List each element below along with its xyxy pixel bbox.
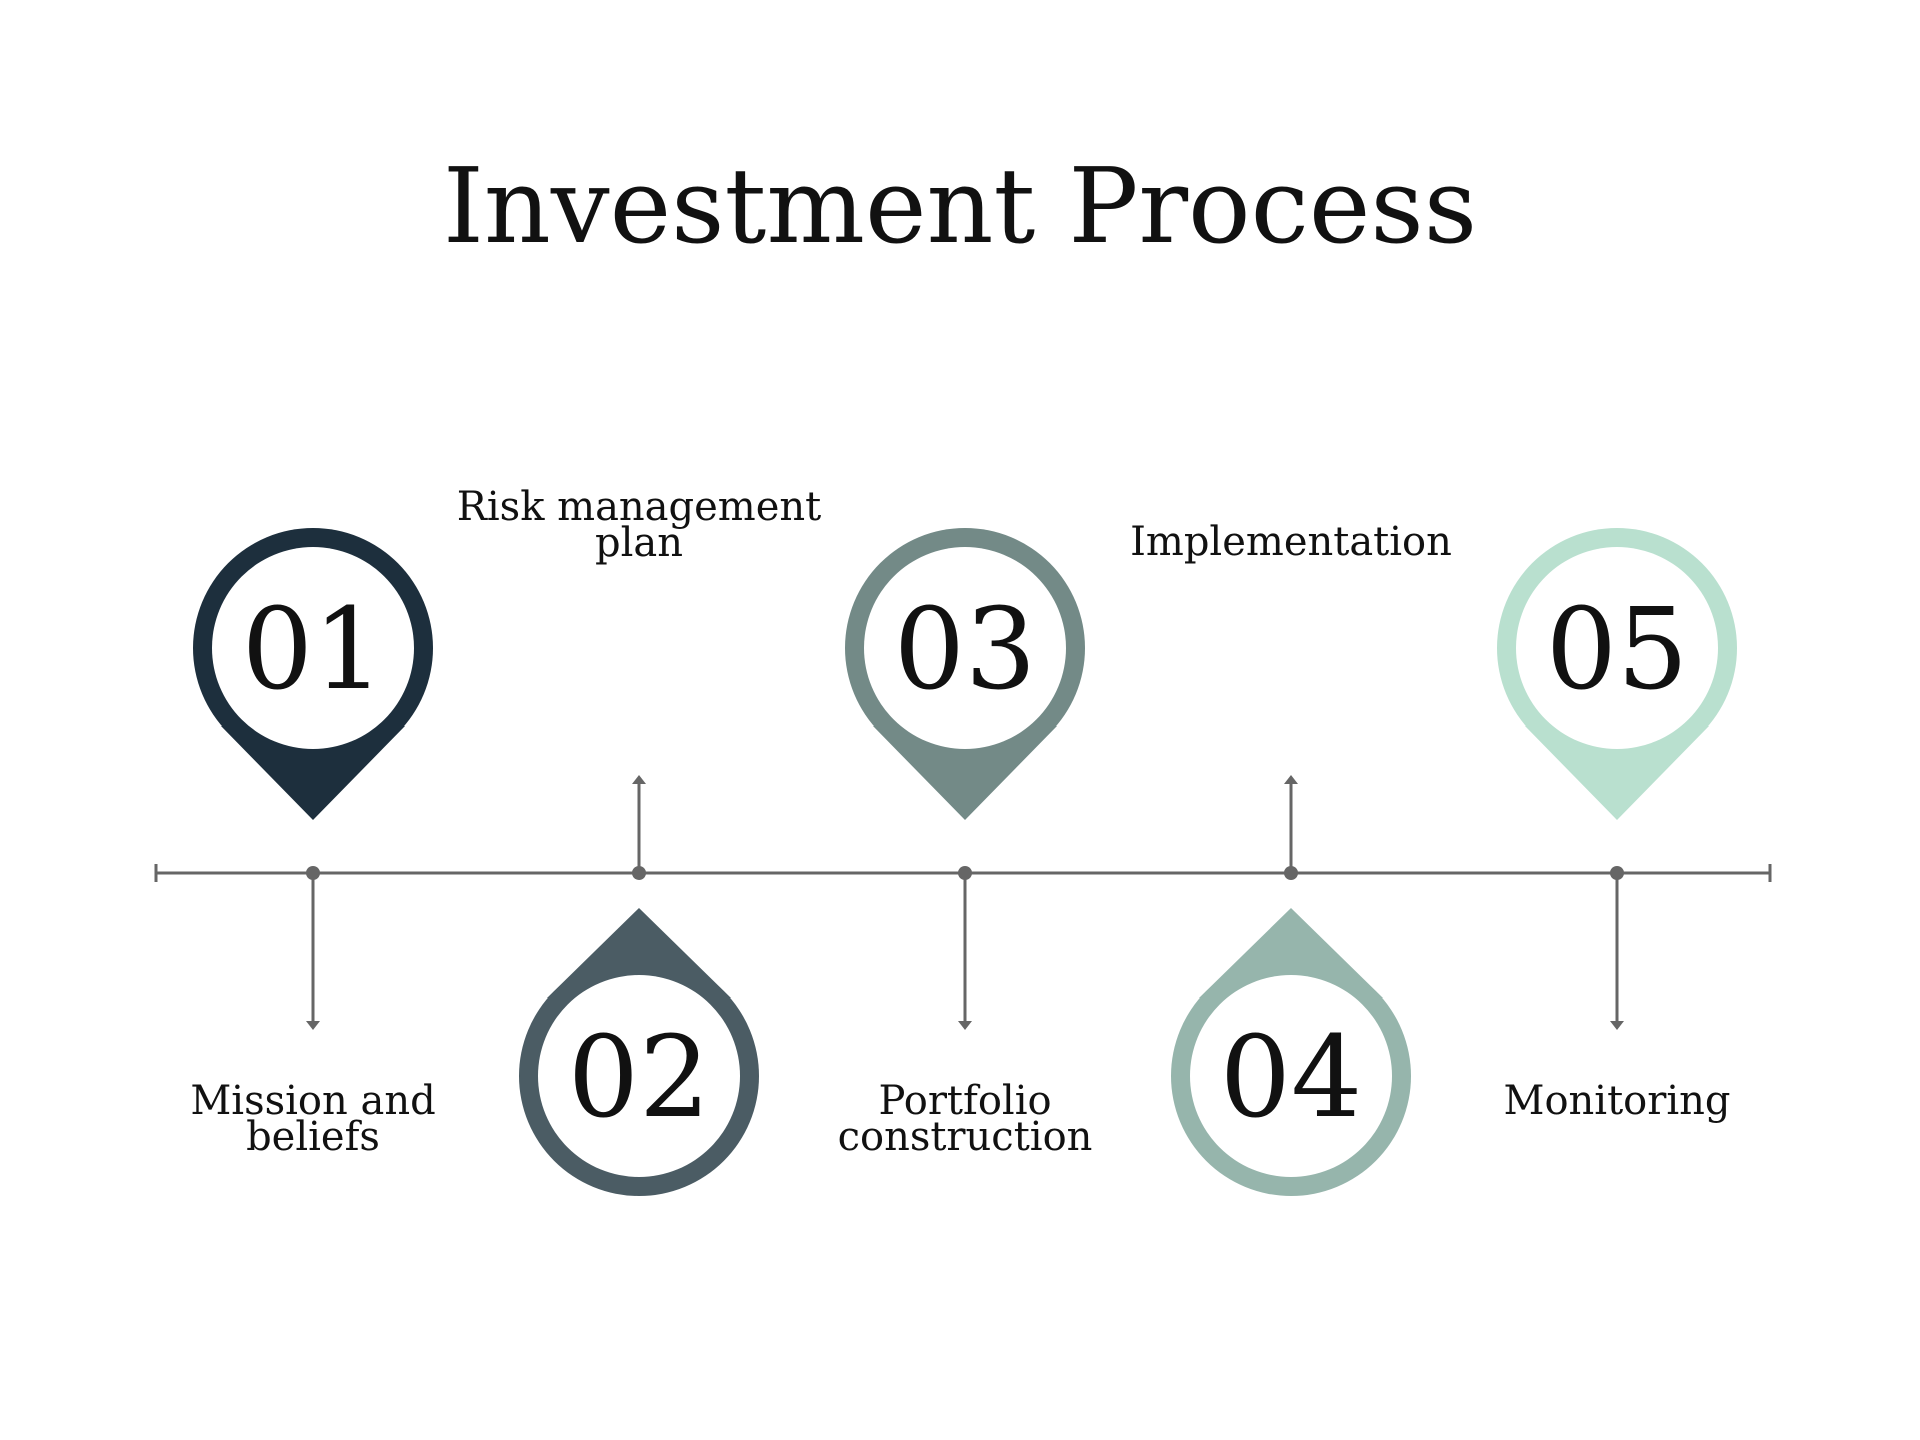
pin-inner [864, 547, 1066, 749]
pin-marker-03: 03 [845, 528, 1085, 820]
pin-marker-02: 02 [519, 908, 759, 1196]
pin-marker-05: 05 [1497, 528, 1737, 820]
step-label-line: construction [838, 1114, 1093, 1160]
step-number: 05 [1546, 585, 1689, 715]
step-label-line: Monitoring [1503, 1078, 1730, 1124]
step-number: 04 [1220, 1013, 1363, 1143]
step-label-line: beliefs [246, 1114, 380, 1160]
pin-tip [1199, 908, 1383, 998]
pin-tip [221, 726, 405, 820]
arrow-down-icon [1610, 1021, 1624, 1030]
step-number: 01 [242, 585, 385, 715]
step-label-line: plan [595, 520, 683, 566]
step-label: Monitoring [1503, 1078, 1730, 1124]
step-label-line: Implementation [1130, 519, 1452, 565]
step-label: Implementation [1130, 519, 1452, 565]
step-label-line: Portfolio [878, 1078, 1051, 1124]
arrow-down-icon [958, 1021, 972, 1030]
pin-tip [873, 726, 1057, 820]
step-label-line: Risk management [457, 484, 822, 530]
pin-marker-01: 01 [193, 528, 433, 820]
diagram-title: Investment Process [443, 145, 1477, 267]
pin-tip [547, 908, 731, 998]
pin-inner [538, 975, 740, 1177]
step-number: 02 [568, 1013, 711, 1143]
step-04: 04 Implementation [1130, 519, 1452, 1196]
pin-inner [212, 547, 414, 749]
arrow-up-icon [1284, 775, 1298, 784]
pin-marker-04: 04 [1171, 908, 1411, 1196]
pin-tip [1525, 726, 1709, 820]
pin-inner [1190, 975, 1392, 1177]
step-label-line: Mission and [190, 1078, 435, 1124]
pin-inner [1516, 547, 1718, 749]
arrow-up-icon [632, 775, 646, 784]
arrow-down-icon [306, 1021, 320, 1030]
step-number: 03 [894, 585, 1037, 715]
